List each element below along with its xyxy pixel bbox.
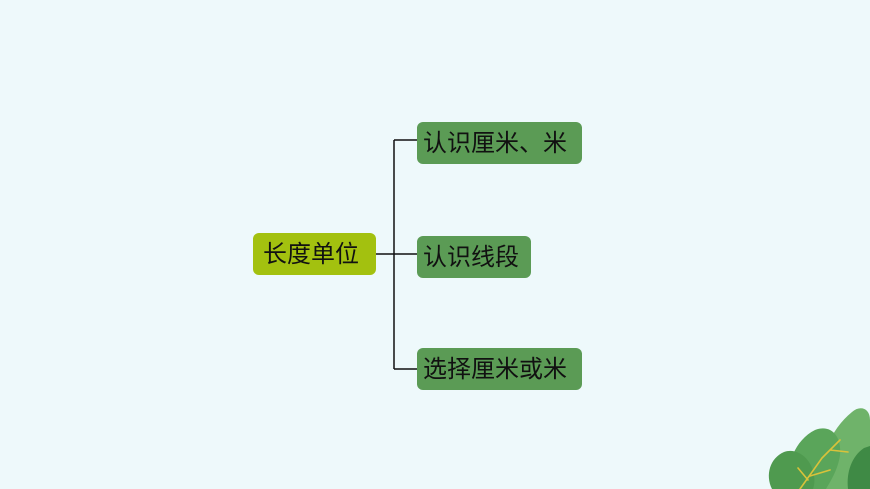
leaf-vein	[797, 439, 849, 489]
root-node: 长度单位	[253, 233, 376, 275]
leaf-front	[768, 450, 815, 489]
leaf-right	[847, 446, 870, 489]
child-node-3: 选择厘米或米	[417, 348, 582, 390]
child-node-label: 认识线段	[423, 243, 519, 271]
child-node-2: 认识线段	[417, 236, 531, 278]
plant-decoration	[768, 408, 870, 489]
child-node-1: 认识厘米、米	[417, 122, 582, 164]
child-node-label: 认识厘米、米	[423, 129, 567, 157]
root-node-label: 长度单位	[263, 240, 359, 268]
child-node-label: 选择厘米或米	[423, 355, 567, 383]
